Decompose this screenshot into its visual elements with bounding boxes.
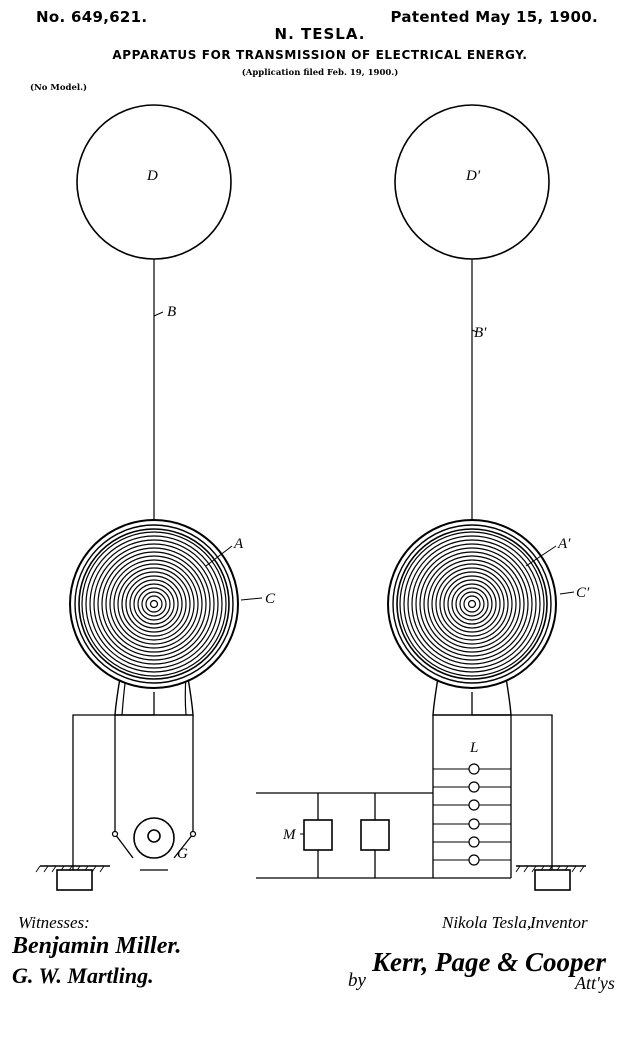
- label-motor: M: [282, 827, 297, 843]
- motor-box-1: [303, 819, 333, 851]
- witness-signature-1: Benjamin Miller.: [12, 933, 182, 959]
- label-secondary-left: C: [265, 591, 276, 607]
- patent-date: Patented May 15, 1900.: [390, 8, 598, 26]
- label-coil-left: A: [233, 536, 244, 552]
- motor-box-2: [360, 819, 390, 851]
- label-secondary-right: C′: [576, 585, 590, 601]
- right-circuit: [256, 692, 553, 879]
- patent-number: No. 649,621.: [36, 8, 148, 26]
- coil-right-windings: [399, 531, 545, 677]
- coil-right-assembly: [387, 519, 557, 716]
- model-note: (No Model.): [30, 83, 88, 93]
- lamp-ladder: [433, 763, 511, 866]
- label-generator: G: [177, 846, 188, 862]
- generator-symbol: [133, 817, 175, 859]
- witness-signature-2: G. W. Martling.: [12, 963, 154, 988]
- inventor-signature: Nikola Tesla,: [442, 913, 532, 932]
- left-circuit: [72, 692, 194, 871]
- attorneys-label: Att'ys: [575, 973, 615, 993]
- ground-plate-left: [35, 865, 110, 891]
- witnesses-label: Witnesses:: [18, 913, 90, 932]
- label-conductor-right: B′: [474, 325, 487, 341]
- by-label: by: [348, 970, 366, 991]
- label-terminal-right: D′: [465, 168, 481, 184]
- patent-title: APPARATUS FOR TRANSMISSION OF ELECTRICAL…: [112, 48, 528, 62]
- ground-plate-right: [515, 865, 586, 891]
- inventor-name: N. TESLA.: [274, 25, 366, 43]
- label-lamps: L: [469, 740, 478, 756]
- application-date: (Application filed Feb. 19, 1900.): [241, 68, 399, 78]
- label-coil-right: A′: [557, 536, 571, 552]
- coil-left-assembly: [69, 519, 239, 716]
- label-terminal-left: D: [146, 168, 158, 184]
- attorneys-signature: Kerr, Page & Cooper: [372, 947, 606, 977]
- inventor-label: Inventor: [530, 913, 588, 932]
- label-conductor-left: B: [167, 304, 176, 320]
- coil-left-windings: [81, 531, 227, 677]
